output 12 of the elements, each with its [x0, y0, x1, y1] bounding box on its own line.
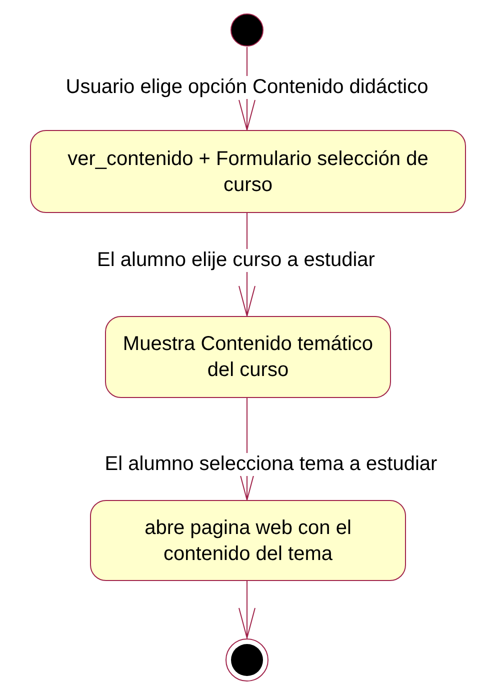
activity-box — [90, 500, 406, 581]
final-state — [225, 638, 269, 682]
activity-text: abre pagina web con el contenido del tema — [144, 516, 352, 566]
activity-text: ver_contenido + Formulario selección de curso — [66, 146, 430, 198]
activity-box — [30, 130, 466, 213]
initial-state — [230, 13, 264, 47]
edge-label: El alumno selecciona tema a estudiar — [104, 453, 438, 476]
edge-label: Usuario elige opción Contenido didáctico — [66, 76, 428, 99]
activity-text: Muestra Contenido temático del curso — [122, 332, 374, 383]
activity-box — [105, 316, 391, 398]
arrow — [238, 580, 256, 638]
edge-label: El alumno elije curso a estudiar — [97, 249, 375, 272]
